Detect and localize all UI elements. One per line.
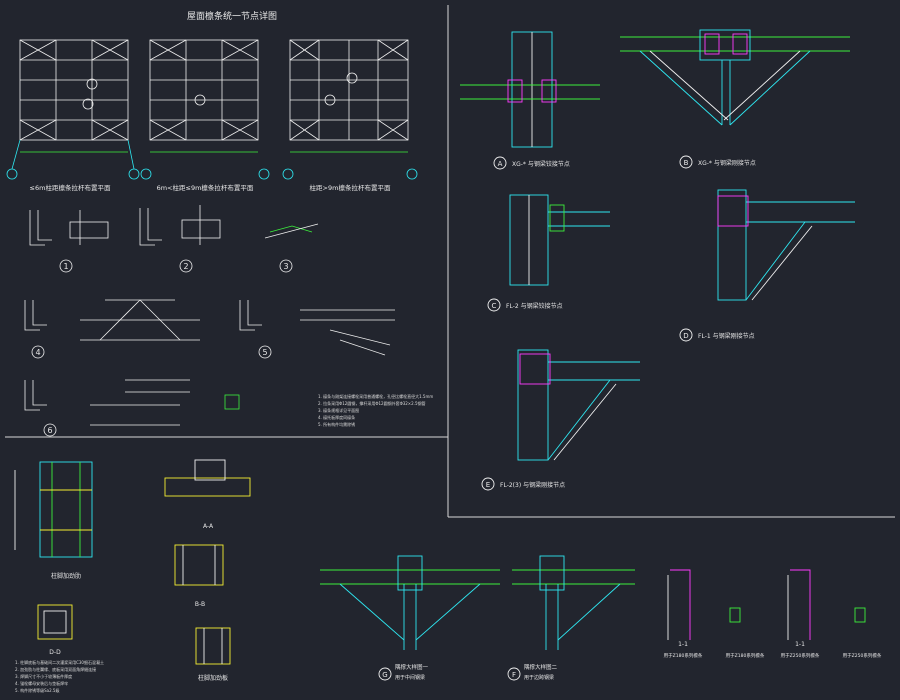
- purlin-sections: [667, 569, 866, 640]
- plan-caption-1: ≤6m柱距檩条拉杆布置平面: [30, 183, 111, 192]
- purlin-plan-3: [289, 39, 409, 153]
- purlin-details: [24, 205, 395, 426]
- knee-brace-F: [507, 555, 635, 681]
- detail-markers: [31, 259, 293, 437]
- plan-caption-3: 柱距>9m檩条拉杆布置平面: [310, 183, 391, 192]
- node-B-caption: XG-* 与钢梁刚接节点: [698, 159, 756, 167]
- svg-text:2. 加劲肋与柱翼缘、底板采用双面角焊缝连接: 2. 加劲肋与柱翼缘、底板采用双面角焊缝连接: [15, 666, 96, 672]
- node-A-caption: XG-* 与钢梁铰接节点: [512, 160, 570, 168]
- purlin-plan-3-axes: [282, 168, 418, 180]
- note-4: 4. 檩托板厚度同檩条: [318, 414, 355, 420]
- detail-number-4: 4: [35, 348, 40, 357]
- node-F-letter: F: [512, 671, 516, 679]
- plate-b-caption: A-A: [203, 523, 214, 530]
- node-E-letter: E: [486, 481, 490, 489]
- node-G-subcaption: 用于中间钢梁: [395, 674, 425, 681]
- node-F-caption: 隅撑大样图二: [524, 663, 558, 671]
- node-D: [679, 189, 855, 342]
- svg-text:5. 构件除锈等级Sa2.5级: 5. 构件除锈等级Sa2.5级: [15, 687, 59, 693]
- node-B: [620, 29, 850, 169]
- node-A-letter: A: [498, 160, 503, 168]
- node-G-letter: G: [382, 671, 387, 679]
- note-1: 1. 檩条与刚架连接螺栓采用普通螺栓，孔径比螺栓直径大1.5mm: [318, 393, 433, 399]
- lowleft-caption: 柱脚加劲肋: [51, 572, 81, 580]
- section-label-2: 1-1: [795, 641, 805, 648]
- right-caption-4: 用于Z250系列檩条: [843, 652, 882, 659]
- plate-c-caption: B-B: [195, 601, 205, 608]
- notes-block: 1. 檩条与刚架连接螺栓采用普通螺栓，孔径比螺栓直径大1.5mm 2. 拉条采用…: [318, 393, 433, 427]
- node-E-caption: FL-2(3) 与钢梁刚接节点: [500, 481, 565, 489]
- purlin-plan-1-axes: [6, 139, 140, 180]
- note-2: 2. 拉条采用Φ12圆钢，撑杆采用Φ12圆钢外套Φ32×2.5钢管: [318, 400, 426, 406]
- right-caption-3: 用于Z250系列檩条: [781, 652, 820, 659]
- node-G-caption: 隅撑大样图一: [395, 663, 429, 671]
- sheet-frame: [5, 5, 895, 518]
- node-C-caption: FL-2 与钢梁铰接节点: [506, 302, 563, 310]
- detail-number-2: 2: [183, 262, 188, 271]
- node-B-letter: B: [684, 159, 689, 167]
- plate-d-caption: 柱脚加劲板: [198, 674, 228, 682]
- node-C-letter: C: [492, 302, 497, 310]
- detail-number-3: 3: [283, 262, 288, 271]
- bottom-notes: 1. 柱脚底板与基础间二次灌浆采用C30细石混凝土 2. 加劲肋与柱翼缘、底板采…: [15, 659, 104, 693]
- detail-number-5: 5: [262, 348, 267, 357]
- right-caption-1: 用于Z180系列檩条: [664, 652, 703, 659]
- node-E: [481, 349, 640, 491]
- section-label-1: 1-1: [678, 641, 688, 648]
- node-A: [460, 31, 600, 170]
- purlin-plan-2: [149, 39, 259, 153]
- knee-brace-G: [320, 555, 500, 681]
- detail-number-1: 1: [63, 262, 68, 271]
- note-5: 5. 所有构件均需除锈: [318, 421, 355, 427]
- main-title: 屋面檩条统一节点详图: [187, 10, 277, 22]
- svg-text:3. 焊脚尺寸不小于较薄板件厚度: 3. 焊脚尺寸不小于较薄板件厚度: [15, 673, 72, 679]
- node-D-caption: FL-1 与钢梁刚接节点: [698, 332, 755, 340]
- purlin-plan-1: [19, 39, 129, 153]
- node-D-letter: D: [683, 332, 688, 340]
- note-3: 3. 檩条规格详见平面图: [318, 407, 359, 413]
- stiffener-sections: [164, 459, 251, 665]
- node-C: [487, 194, 610, 312]
- node-F-subcaption: 用于边跨钢梁: [524, 674, 554, 681]
- svg-text:1. 柱脚底板与基础间二次灌浆采用C30细石混凝土: 1. 柱脚底板与基础间二次灌浆采用C30细石混凝土: [15, 659, 104, 665]
- detail-number-6: 6: [47, 426, 52, 435]
- right-caption-2: 用于Z180系列檩条: [726, 652, 765, 659]
- base-caption: D-D: [49, 649, 61, 656]
- purlin-plan-2-axes: [140, 168, 270, 180]
- svg-text:4. 锚栓螺母安装后与垫板焊牢: 4. 锚栓螺母安装后与垫板焊牢: [15, 680, 68, 686]
- plan-caption-2: 6m<柱距≤9m檩条拉杆布置平面: [157, 183, 254, 192]
- column-base-detail: [14, 461, 93, 640]
